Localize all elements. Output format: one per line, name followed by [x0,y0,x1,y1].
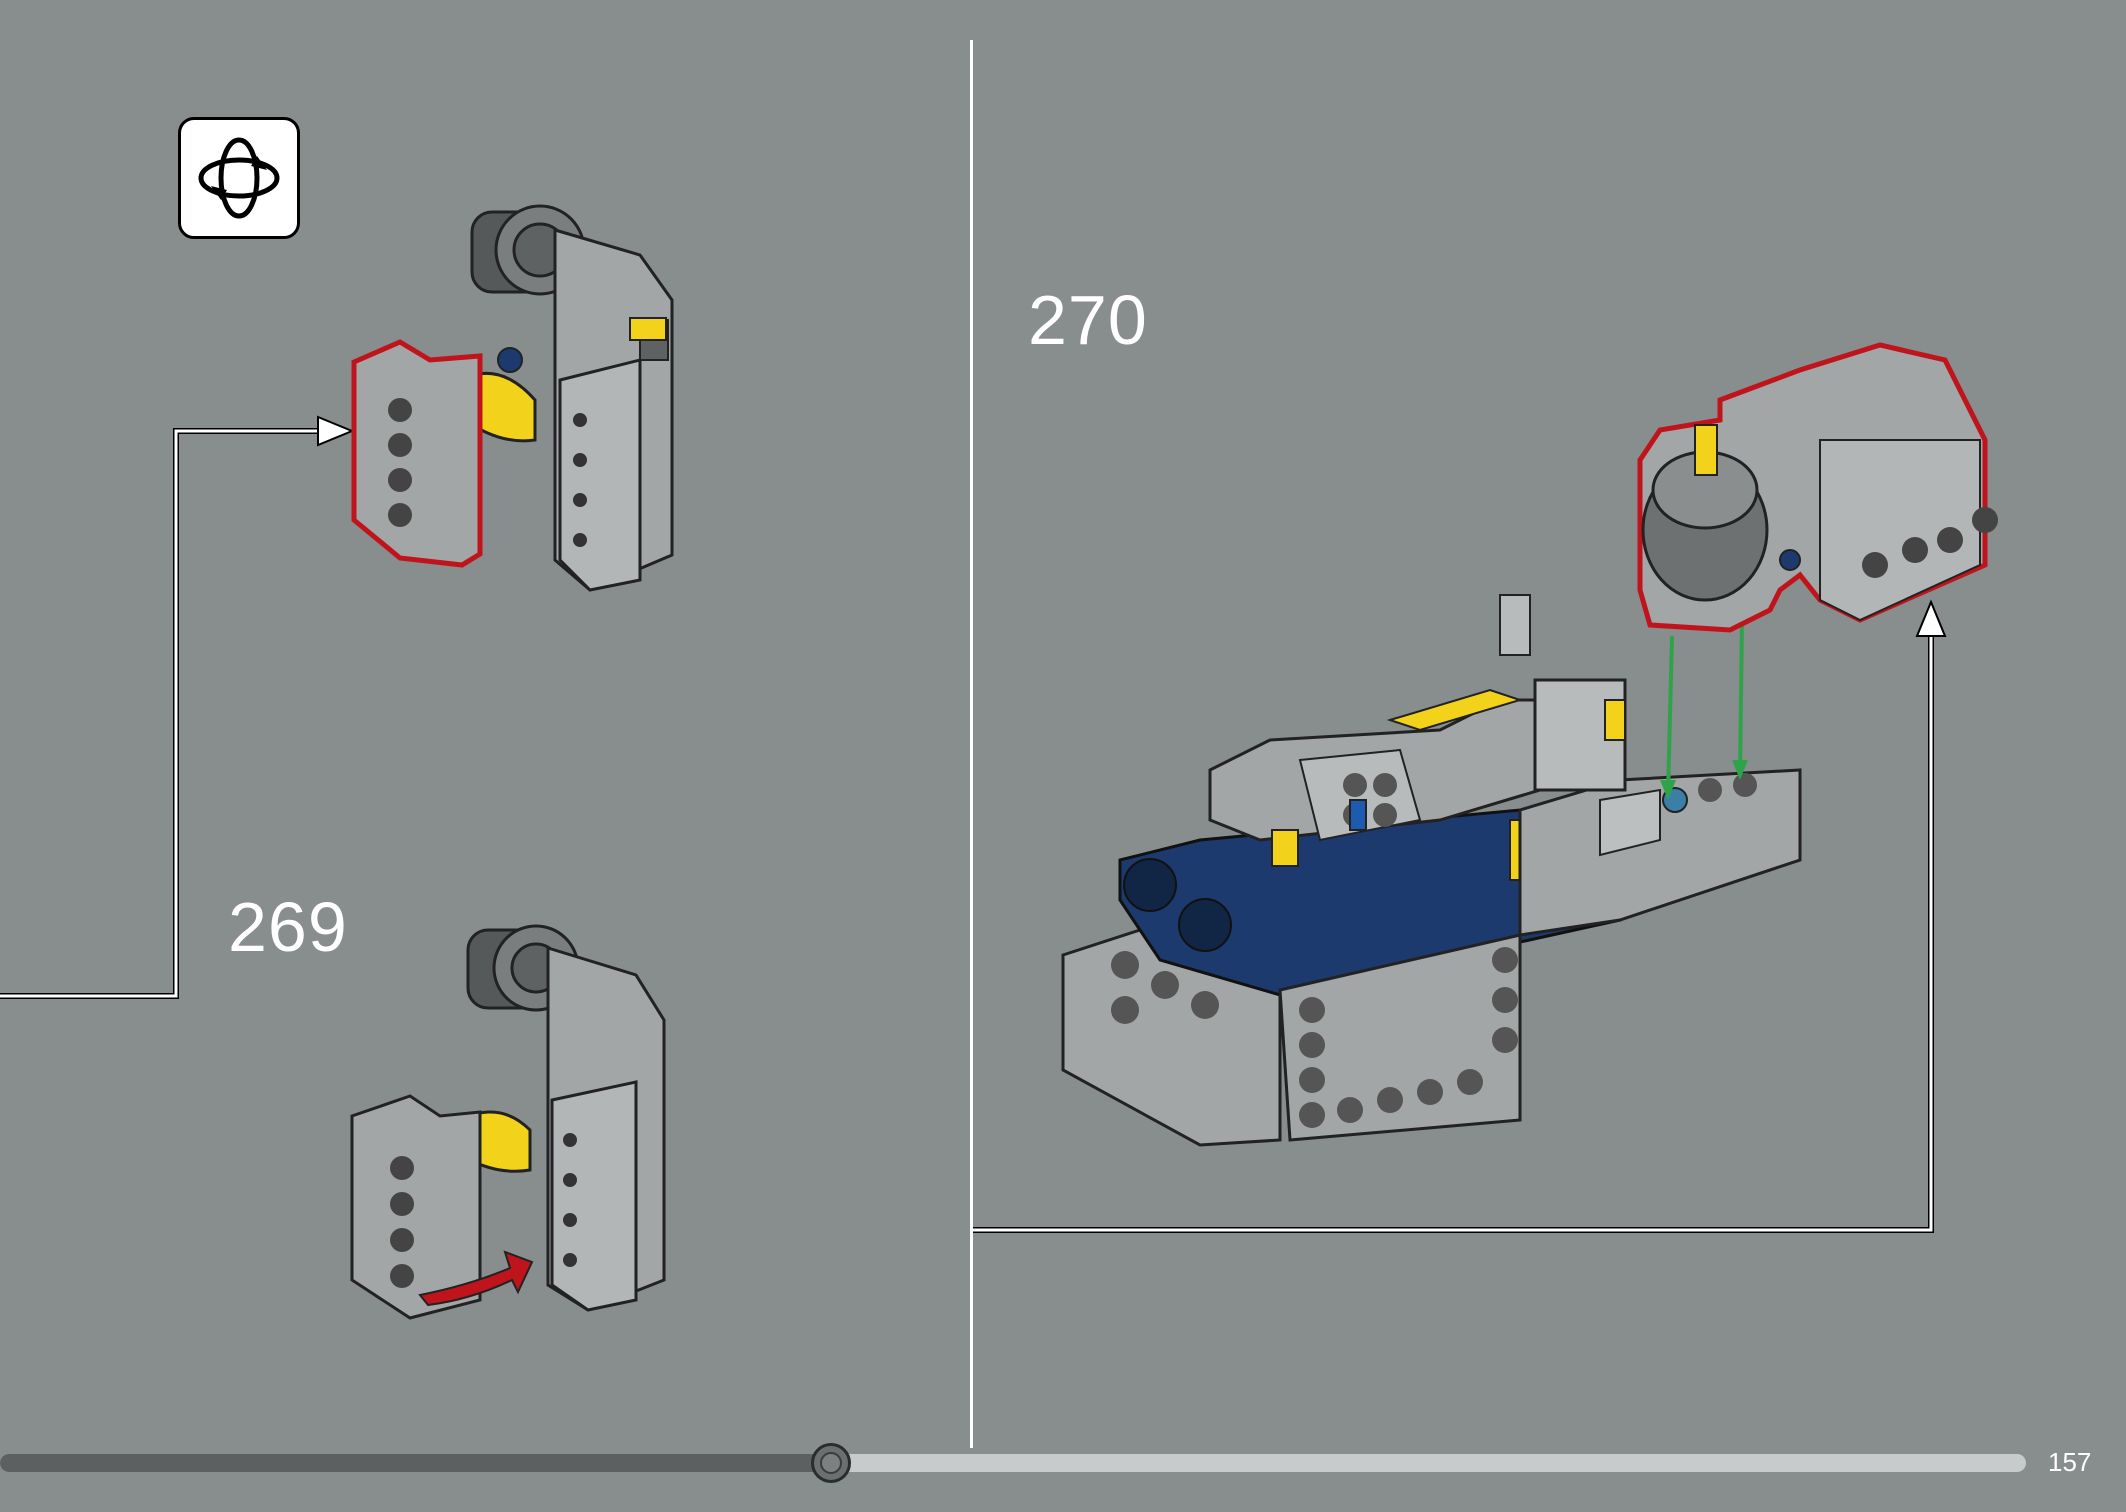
technic-frame [553,227,674,592]
gray-side-panel [1278,933,1522,1142]
progress-fill [0,1454,831,1472]
step-number-269: 269 [228,888,348,966]
arrow-up-icon [1915,599,1947,637]
green-guide-lines [1660,619,1748,800]
page-number: 157 [2048,1447,2092,1477]
gear-hub [470,204,586,296]
arrow-right-icon [317,415,355,447]
upper-frame [1208,594,1627,867]
rotate-model-icon [178,117,300,239]
curved-arrow-icon [418,1250,534,1307]
page-progress-bar [0,1443,2026,1483]
technic-frame [546,945,666,1312]
gray-beam-plate [350,1094,482,1320]
highlighted-subassembly [1637,342,1998,633]
progress-knob[interactable] [810,1443,851,1483]
column-divider [970,40,973,1448]
step-number-270: 270 [1028,281,1148,359]
highlighted-new-part [351,339,483,568]
gray-rear-section [1518,768,1802,937]
